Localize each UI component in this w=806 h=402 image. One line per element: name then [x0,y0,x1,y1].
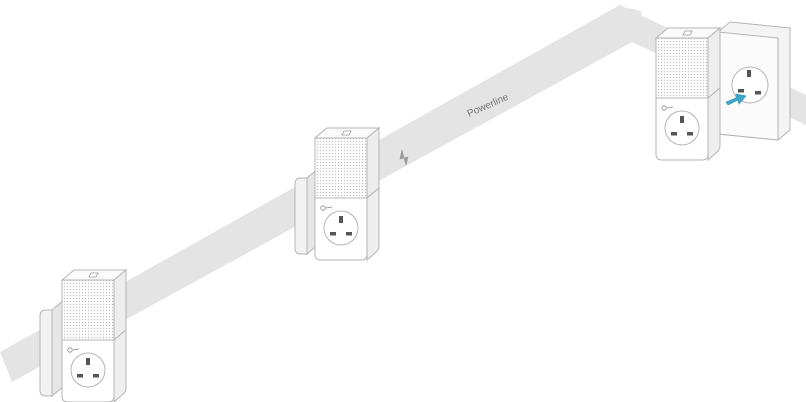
adapter-middle [294,127,380,261]
adapter-left [39,269,127,402]
adapter-right [655,27,721,161]
insert-arrow-icon [725,93,747,106]
wall-plate-left [39,298,65,398]
lightning-bolt-icon [399,149,409,167]
powerline-band-bend [600,7,642,42]
wall-outlet-right [717,21,791,141]
powerline-adapter-right [655,27,721,161]
powerline-adapter-middle [314,127,380,261]
powerline-adapter-left [61,269,127,402]
